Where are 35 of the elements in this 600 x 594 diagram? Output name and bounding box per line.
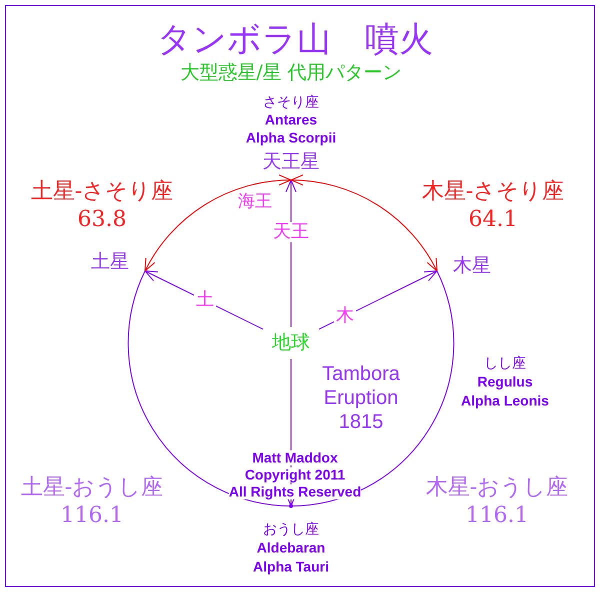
arrow xyxy=(144,270,264,330)
arc-arrow xyxy=(144,175,292,272)
planet-label: 木星 xyxy=(453,256,491,276)
line-label: 海王 xyxy=(238,192,272,212)
edge-label: 木 xyxy=(334,306,356,326)
angle-value: 116.1 xyxy=(60,504,124,528)
star-label: Aldebaran xyxy=(256,540,326,556)
star-label: さそり座 xyxy=(263,95,319,111)
diagram-title: タンボラ山 噴火 xyxy=(157,21,433,59)
star-label: Alpha Leonis xyxy=(461,393,549,409)
star-label: Antares xyxy=(264,112,318,128)
star-label: しし座 xyxy=(484,356,526,372)
edge-label: 天王 xyxy=(271,222,311,242)
angle-value: 63.8 xyxy=(78,208,126,232)
junction-dot xyxy=(289,504,293,508)
angle-value: 64.1 xyxy=(468,208,518,232)
subtitle: 大型惑星/星 代用パターン xyxy=(180,62,402,84)
angle-label: 土星-さそり座 xyxy=(30,180,174,204)
planet-label: 地球 xyxy=(272,332,310,354)
angle-value: 116.1 xyxy=(466,504,528,528)
star-label: Alpha Scorpii xyxy=(246,130,336,146)
angle-label: 木星-さそり座 xyxy=(422,180,564,204)
planet-label: 土星 xyxy=(91,252,129,272)
star-label: おうし座 xyxy=(263,522,319,538)
star-label: Regulus xyxy=(477,374,533,390)
angle-label: 土星-おうし座 xyxy=(20,476,164,500)
star-label: Alpha Tauri xyxy=(253,559,329,575)
credit-text: All Rights Reserved xyxy=(228,484,362,500)
planet-label: 天王星 xyxy=(262,152,320,172)
credit-text: Matt Maddox xyxy=(252,450,338,466)
arrow xyxy=(318,270,438,330)
event-label: Tambora Eruption 1815 xyxy=(321,362,401,434)
arc-arrow xyxy=(290,175,438,272)
angle-label: 木星-おうし座 xyxy=(426,476,568,500)
credit-text: Copyright 2011 xyxy=(244,467,346,483)
